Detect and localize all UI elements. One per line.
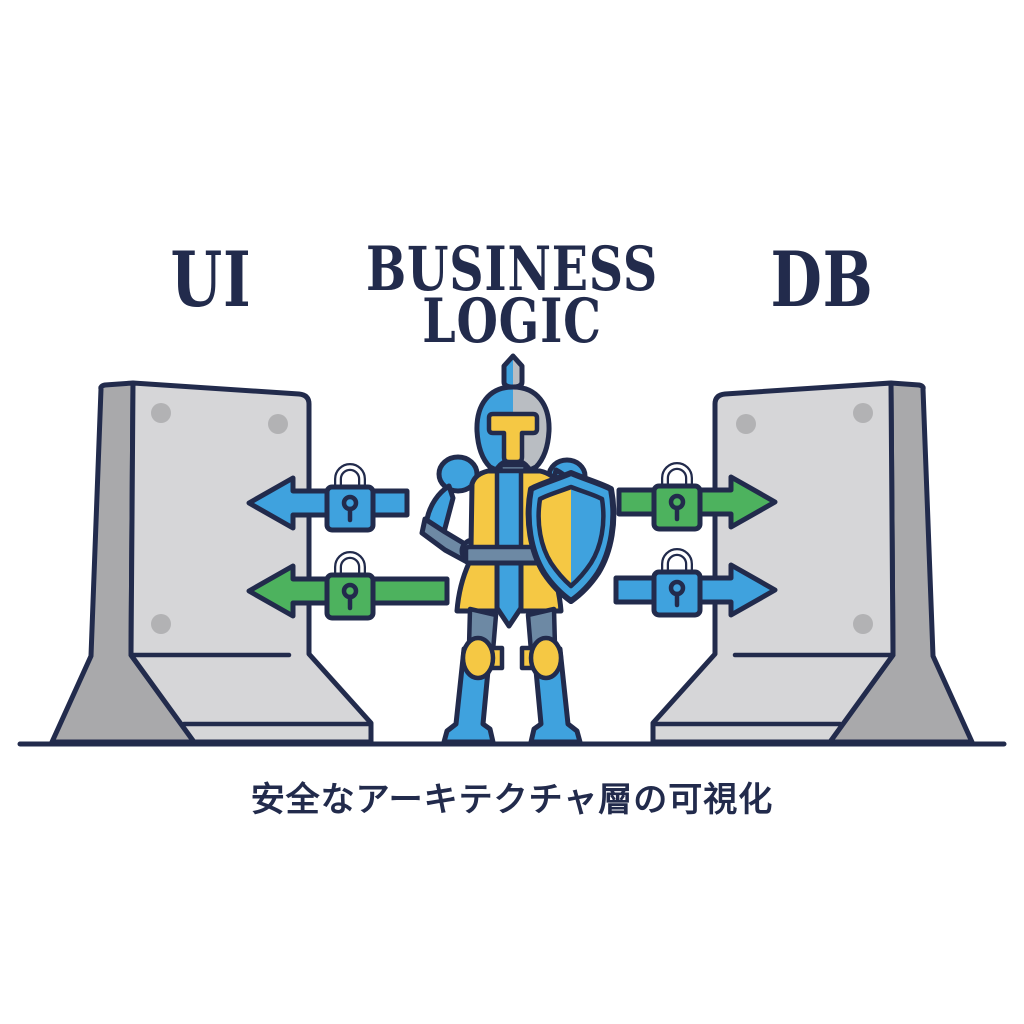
- shield-icon: [525, 470, 617, 604]
- padlock-icon: [654, 466, 700, 529]
- db-wall: [653, 383, 972, 742]
- knight-guard-icon: [419, 353, 617, 745]
- layer-label-business-logic: BUSINESS LOGIC: [317, 239, 707, 352]
- helmet-visor: [486, 411, 540, 465]
- rivet-icon: [151, 403, 171, 423]
- padlock-icon: [327, 467, 373, 530]
- padlock-icon: [654, 552, 700, 615]
- business-logic-line2: LOGIC: [422, 286, 602, 357]
- ui-wall: [49, 380, 374, 745]
- rivet-icon: [151, 614, 171, 634]
- caption-text: 安全なアーキテクチャ層の可視化: [250, 780, 774, 820]
- layer-label-db: DB: [770, 235, 874, 324]
- layer-label-ui: UI: [170, 235, 252, 324]
- rivet-icon: [268, 414, 288, 434]
- business-logic-line1: BUSINESS: [365, 234, 658, 305]
- padlock-icon: [327, 555, 373, 618]
